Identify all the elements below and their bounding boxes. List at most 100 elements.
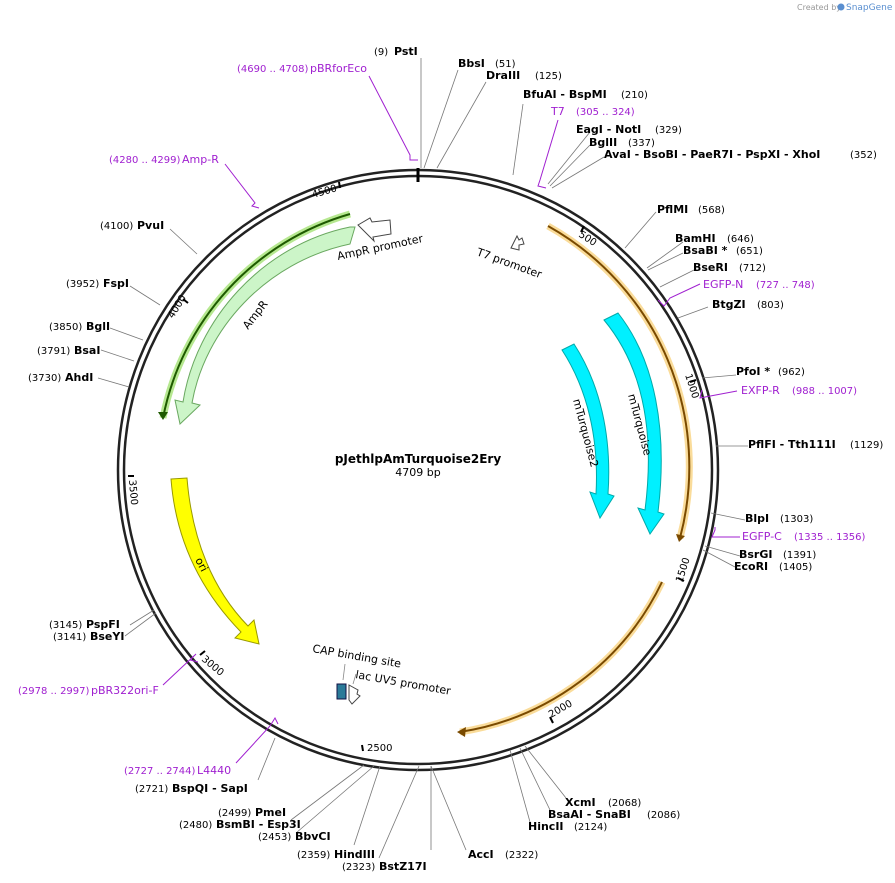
site-bseyi[interactable]: BseYI [90, 630, 124, 643]
site-bgli-pos: (3850) [49, 322, 82, 333]
site-bsai[interactable]: BsaI [74, 344, 100, 357]
site-xcmi-pos: (2068) [608, 798, 641, 809]
site-pspfi[interactable]: PspFI [86, 618, 120, 631]
site-bsrgi[interactable]: BsrGI [739, 548, 772, 561]
site-bbsi-pos: (51) [495, 59, 516, 70]
site-bsmbi-pos: (2480) [179, 820, 212, 831]
site-bseri[interactable]: BseRI [693, 261, 728, 274]
site-hindiii[interactable]: HindIII [334, 848, 375, 861]
site-pfoi[interactable]: PfoI * [736, 365, 770, 378]
site-bsaai-pos: (2086) [647, 810, 680, 821]
primer-leader-lines [162, 75, 740, 764]
site-pflfi-pos: (1129) [850, 440, 883, 451]
site-pflfi[interactable]: PflFI - Tth111I [748, 438, 836, 451]
site-bseyi-pos: (3141) [53, 632, 86, 643]
site-bglii-pos: (337) [628, 138, 655, 149]
tick-marks [128, 181, 697, 752]
orf-bottom [459, 581, 663, 733]
site-bgli[interactable]: BglI [86, 320, 110, 333]
site-pvui[interactable]: PvuI [137, 219, 164, 232]
credit-text: Created by [797, 3, 841, 12]
primer-l4440-pos: (2727 .. 2744) [124, 766, 196, 777]
site-bamhi[interactable]: BamHI [675, 232, 716, 245]
primer-exfpr[interactable]: EXFP-R [741, 384, 780, 397]
feature-t7-promoter[interactable] [510, 234, 525, 251]
site-ahdi[interactable]: AhdI [65, 371, 93, 384]
orf-ampr [162, 213, 351, 419]
site-btgzi[interactable]: BtgZI [712, 298, 746, 311]
site-pfoi-pos: (962) [778, 367, 805, 378]
primer-ampr[interactable]: Amp-R [182, 153, 219, 166]
feature-ori[interactable] [170, 477, 260, 645]
site-blpi-pos: (1303) [780, 514, 813, 525]
site-pflmi[interactable]: PflMI [657, 203, 688, 216]
feature-ampr-promoter[interactable] [357, 217, 392, 243]
feature-ampr[interactable] [174, 226, 356, 425]
orf-right-glow [546, 222, 693, 539]
site-ahdi-pos: (3730) [28, 373, 61, 384]
site-bfuai-pos: (210) [621, 90, 648, 101]
feature-lac-uv5-promoter[interactable] [348, 684, 361, 705]
tick-label-3500: 3500 [126, 479, 139, 505]
site-bbvci[interactable]: BbvCI [295, 830, 331, 843]
site-bstz17i[interactable]: BstZ17I [379, 860, 427, 873]
site-avai-pos: (352) [850, 150, 877, 161]
plasmid-size: 4709 bp [395, 466, 440, 479]
feature-mturquoise[interactable] [603, 312, 665, 535]
site-btgzi-pos: (803) [757, 300, 784, 311]
site-hincii-pos: (2124) [574, 822, 607, 833]
site-acci[interactable]: AccI [468, 848, 494, 861]
site-bstz17i-pos: (2323) [342, 862, 375, 873]
site-pvui-pos: (4100) [100, 221, 133, 232]
site-psti[interactable]: PstI [394, 45, 418, 58]
site-draiii[interactable]: DraIII [486, 69, 520, 82]
site-ecori[interactable]: EcoRI [734, 560, 768, 573]
site-xcmi[interactable]: XcmI [565, 796, 596, 809]
site-bsaai[interactable]: BsaAI - SnaBI [548, 808, 631, 821]
site-hindiii-pos: (2359) [297, 850, 330, 861]
primer-egfpn[interactable]: EGFP-N [703, 278, 743, 291]
feature-cap-binding-site[interactable] [336, 683, 347, 700]
site-eagi-pos: (329) [655, 125, 682, 136]
site-hincii[interactable]: HincII [528, 820, 564, 833]
primer-egfpc[interactable]: EGFP-C [742, 530, 782, 543]
primer-pbr322ori[interactable]: pBR322ori-F [91, 684, 159, 697]
site-bfuai[interactable]: BfuAI - BspMI [523, 88, 607, 101]
site-blpi[interactable]: BlpI [745, 512, 769, 525]
credit-brand: SnapGene [846, 3, 893, 13]
site-bsabi[interactable]: BsaBI * [683, 244, 728, 257]
site-bsai-pos: (3791) [37, 346, 70, 357]
plasmid-name: pJethlpAmTurquoise2Ery [335, 452, 502, 466]
orf-right-arrowhead [676, 534, 685, 542]
site-fspi[interactable]: FspI [103, 277, 129, 290]
site-bsabi-pos: (651) [736, 246, 763, 257]
primer-pbrforeco[interactable]: pBRforEco [310, 62, 367, 75]
feature-t7-promoter-label: T7 promoter [474, 245, 544, 281]
primer-l4440[interactable]: L4440 [197, 764, 231, 777]
site-draiii-pos: (125) [535, 71, 562, 82]
site-leader-lines [97, 58, 748, 859]
site-bamhi-pos: (646) [727, 234, 754, 245]
site-bbvci-pos: (2453) [258, 832, 291, 843]
feature-mturquoise2[interactable] [561, 343, 615, 520]
site-pmei-pos: (2499) [218, 808, 251, 819]
site-bbsi[interactable]: BbsI [458, 57, 485, 70]
site-pspfi-pos: (3145) [49, 620, 82, 631]
orf-right [547, 225, 691, 539]
primer-egfpn-pos: (727 .. 748) [756, 280, 815, 291]
primer-t7-pos: (305 .. 324) [576, 107, 635, 118]
site-avai[interactable]: AvaI - BsoBI - PaeR7I - PspXI - XhoI [604, 148, 820, 161]
site-bsmbi[interactable]: BsmBI - Esp3I [216, 818, 301, 831]
tick-label-4500: 4500 [311, 183, 338, 201]
site-pflmi-pos: (568) [698, 205, 725, 216]
snapgene-logo-icon [837, 3, 845, 11]
feature-cap-label: CAP binding site [311, 642, 402, 670]
site-ecori-pos: (1405) [779, 562, 812, 573]
site-pmei[interactable]: PmeI [255, 806, 286, 819]
site-bglii[interactable]: BglII [589, 136, 617, 149]
site-eagi[interactable]: EagI - NotI [576, 123, 641, 136]
site-bspqi[interactable]: BspQI - SapI [172, 782, 248, 795]
primer-t7[interactable]: T7 [550, 105, 565, 118]
feature-ori-label: ori [192, 555, 210, 574]
